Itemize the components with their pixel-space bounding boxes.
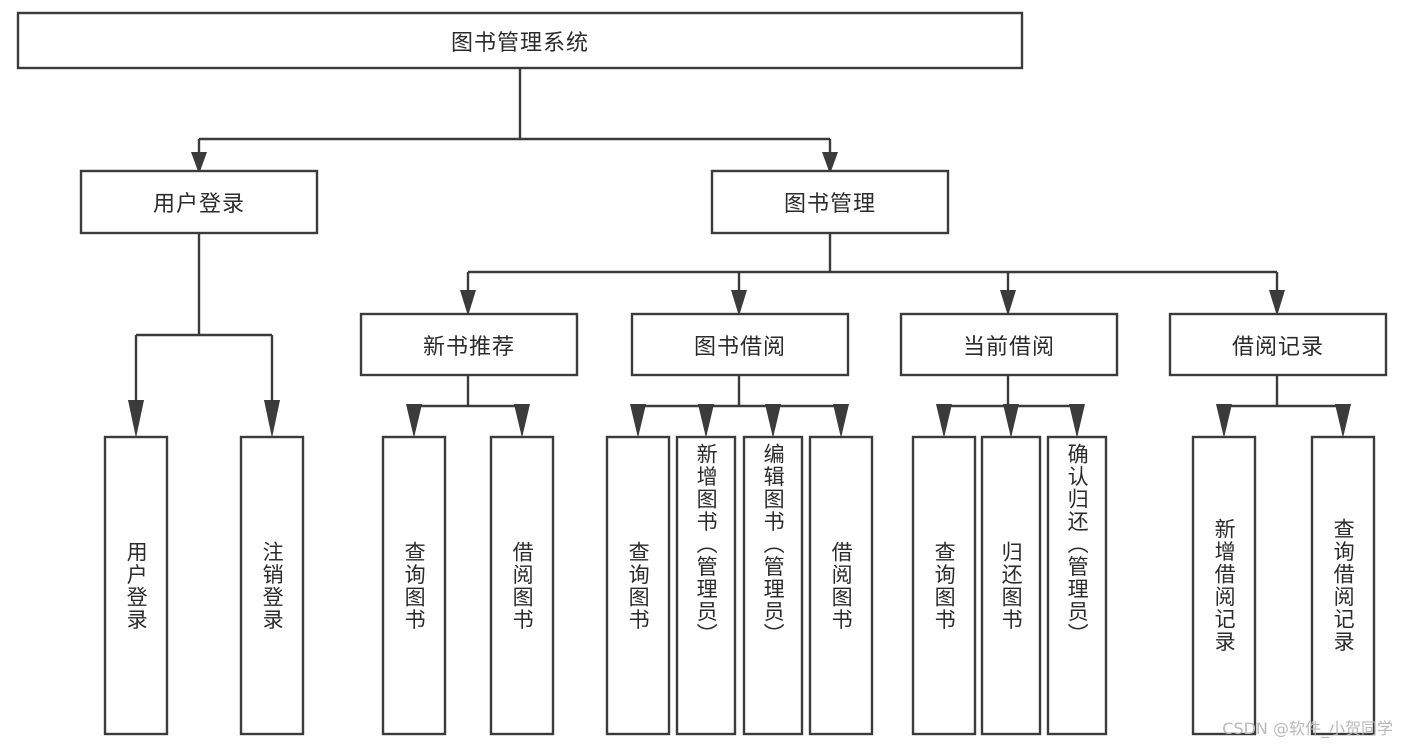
node-box-root[interactable] <box>16 11 1024 70</box>
node-box-leaf-return-book[interactable] <box>980 435 1042 736</box>
node-box-leaf-query-book-1[interactable] <box>381 435 447 736</box>
node-box-leaf-edit-book[interactable] <box>742 435 804 736</box>
node-box-current-borrow[interactable] <box>899 312 1119 377</box>
arrowhead-user-login <box>191 152 207 174</box>
node-box-borrow-record[interactable] <box>1168 312 1388 377</box>
arrowhead-leaf-query-record <box>1335 404 1351 438</box>
node-box-leaf-borrow-book-1[interactable] <box>489 435 555 736</box>
arrowhead-leaf-query-book-2 <box>630 404 646 438</box>
arrowhead-leaf-return-book <box>1003 404 1019 438</box>
node-box-leaf-user-login[interactable] <box>103 435 169 736</box>
node-box-new-book-rec[interactable] <box>359 312 579 377</box>
node-box-book-manage[interactable] <box>710 169 950 235</box>
arrowhead-leaf-confirm-return <box>1069 404 1085 438</box>
arrowhead-leaf-add-record <box>1216 404 1232 438</box>
arrowhead-leaf-logout <box>264 400 280 438</box>
node-box-user-login[interactable] <box>79 169 319 235</box>
node-box-leaf-borrow-book-2[interactable] <box>808 435 874 736</box>
node-box-group <box>16 11 1388 736</box>
arrowhead-leaf-query-book-3 <box>936 404 952 438</box>
arrowhead-current-borrow <box>1000 290 1016 316</box>
node-box-leaf-add-record[interactable] <box>1191 435 1257 736</box>
arrowhead-leaf-borrow-book-1 <box>514 404 530 438</box>
arrowhead-leaf-query-book-1 <box>406 404 422 438</box>
arrowhead-leaf-borrow-book-2 <box>833 404 849 438</box>
arrowhead-book-borrow <box>731 290 747 316</box>
node-box-leaf-logout[interactable] <box>239 435 305 736</box>
node-box-book-borrow[interactable] <box>630 312 850 377</box>
arrowhead-leaf-edit-book <box>765 404 781 438</box>
arrowhead-group <box>128 152 1351 438</box>
arrowhead-book-manage <box>822 152 838 174</box>
arrowhead-borrow-record <box>1269 290 1285 316</box>
arrowhead-new-book-rec <box>460 290 476 316</box>
node-box-leaf-confirm-return[interactable] <box>1046 435 1108 736</box>
node-box-leaf-query-book-3[interactable] <box>911 435 977 736</box>
node-box-leaf-add-book[interactable] <box>675 435 737 736</box>
arrowhead-leaf-user-login <box>128 400 144 438</box>
arrowhead-leaf-add-book <box>698 404 714 438</box>
node-box-leaf-query-record[interactable] <box>1310 435 1376 736</box>
node-box-leaf-query-book-2[interactable] <box>605 435 671 736</box>
